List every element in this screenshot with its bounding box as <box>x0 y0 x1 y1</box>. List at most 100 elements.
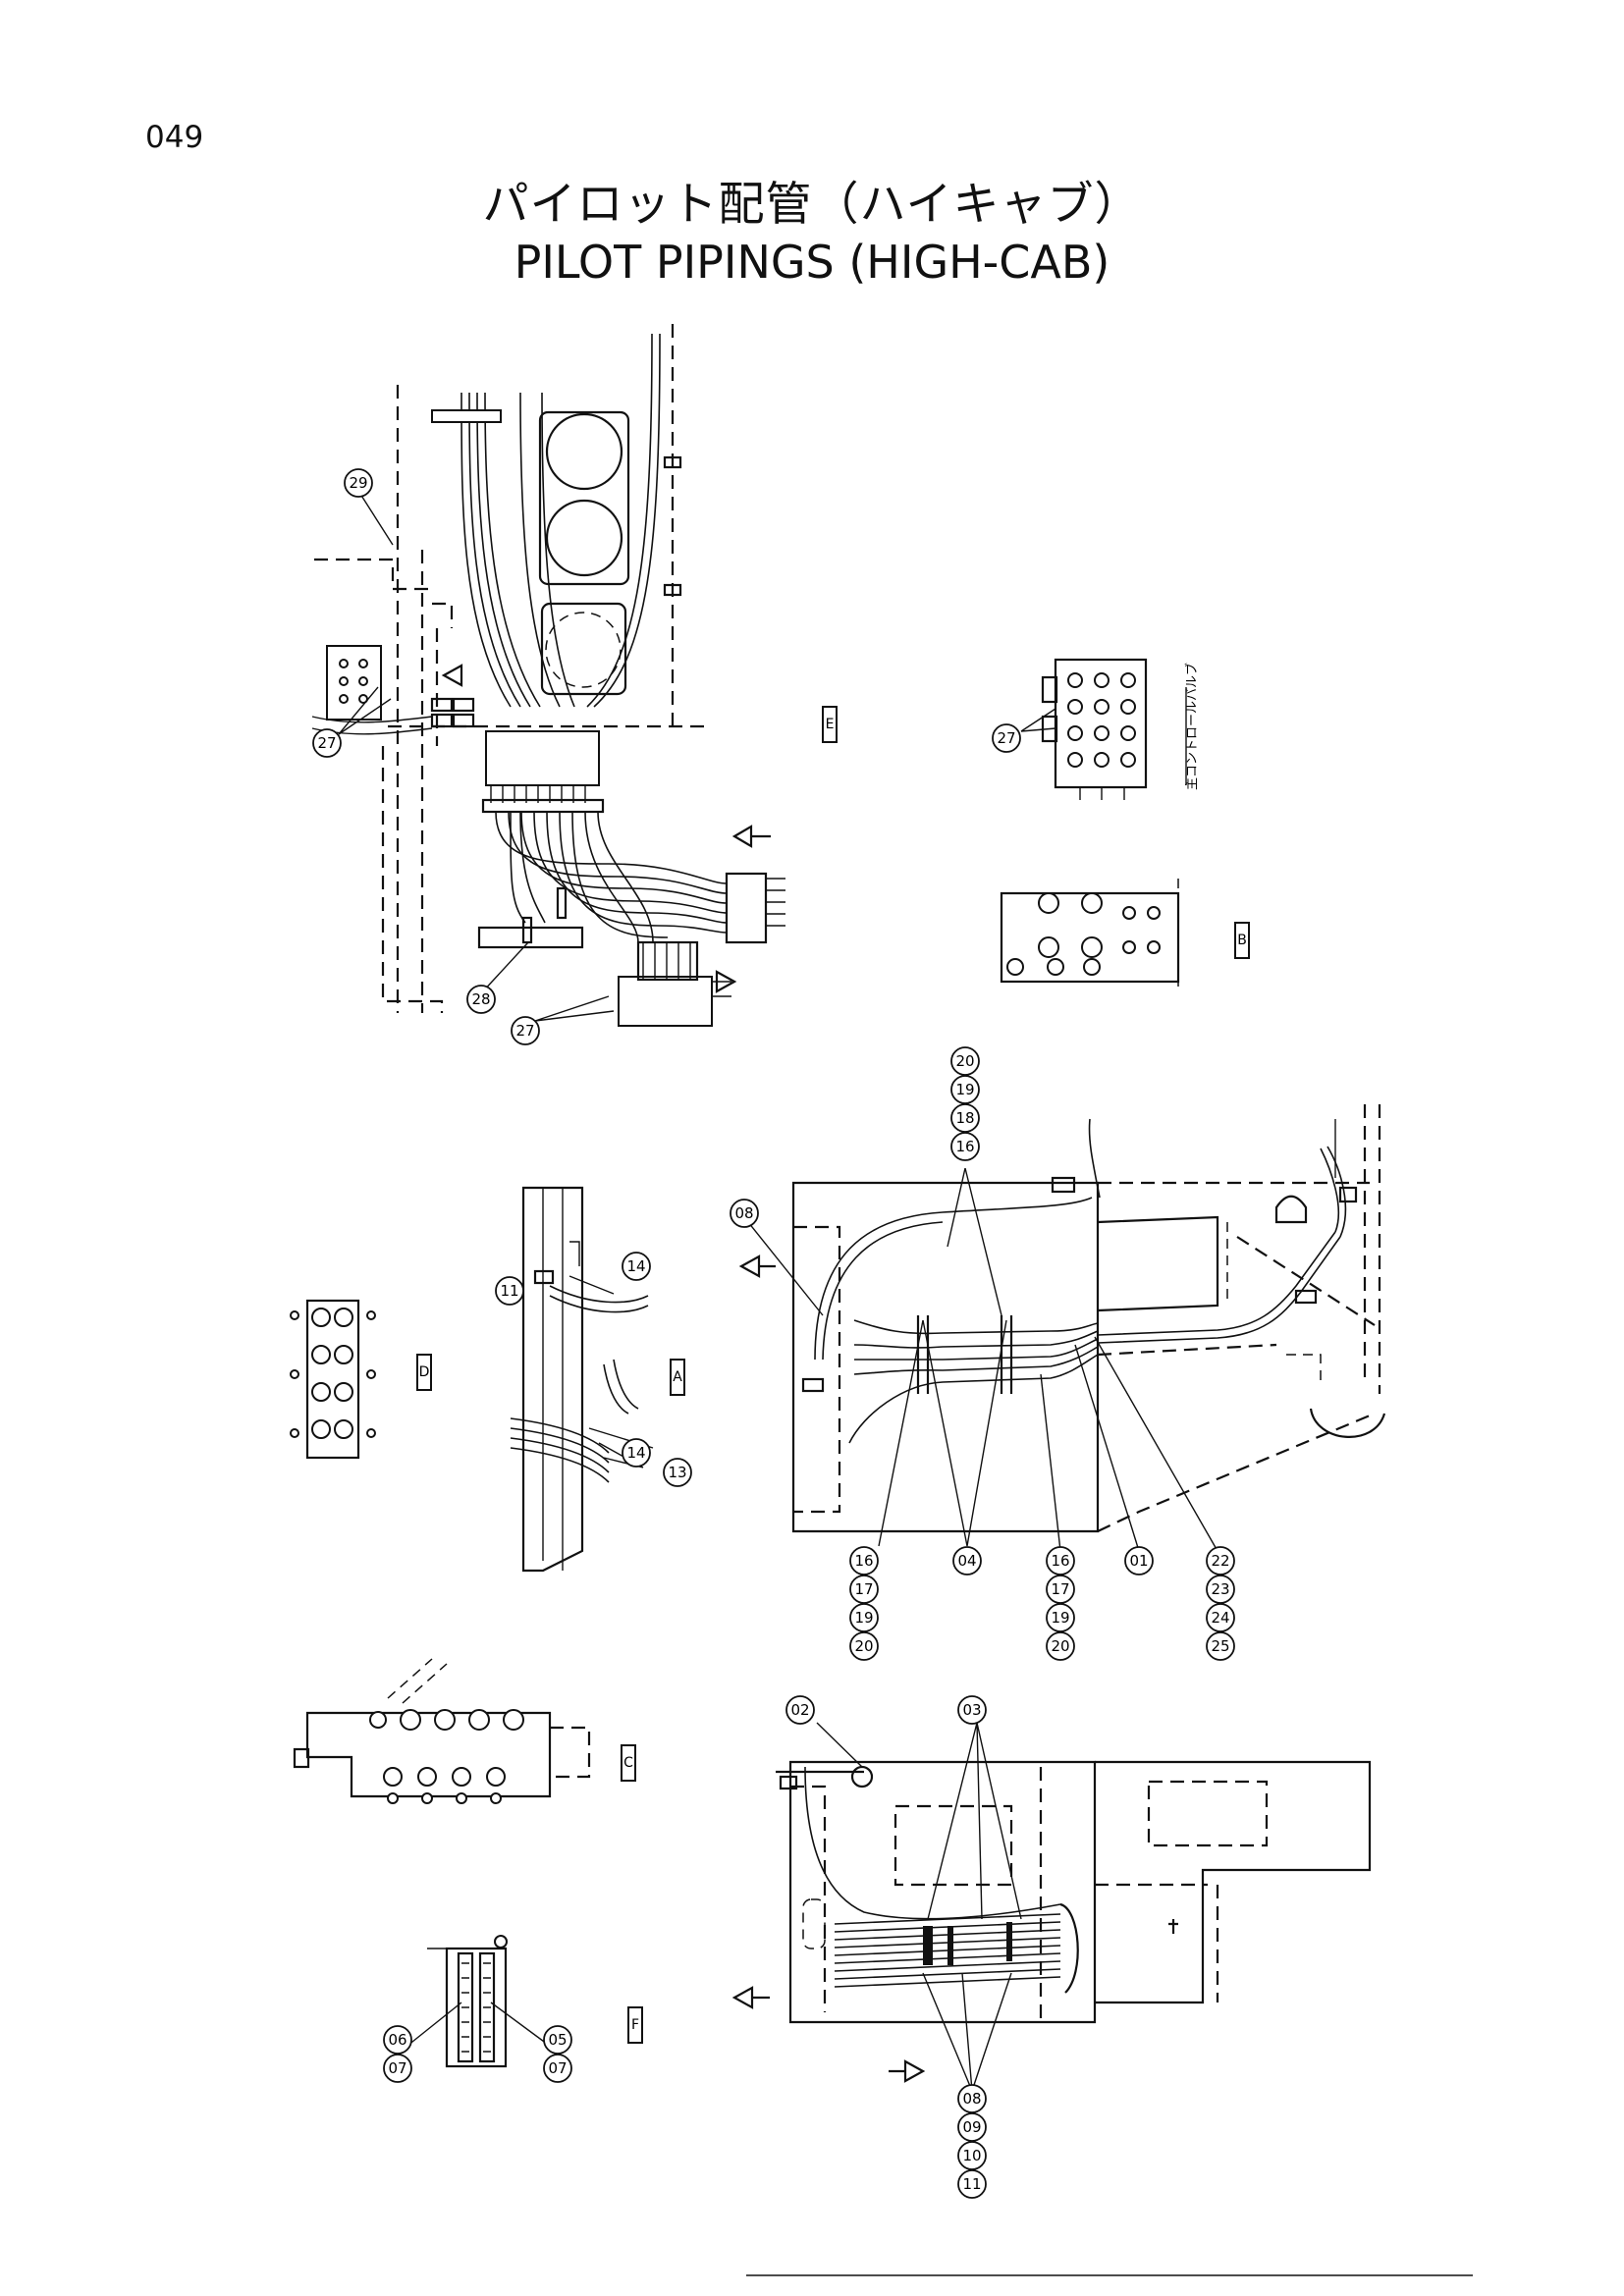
pilot-manifold-block <box>485 730 600 786</box>
callout-11: 11 <box>957 2169 987 2199</box>
page-title-japanese: パイロット配管（ハイキャブ） <box>482 178 1142 232</box>
svg-text:19: 19 <box>955 1081 974 1098</box>
svg-text:18: 18 <box>955 1109 974 1127</box>
svg-text:04: 04 <box>957 1552 976 1570</box>
view-label-c: C <box>621 1744 636 1782</box>
callout-29: 29 <box>344 468 373 498</box>
callout-19: 19 <box>950 1075 980 1104</box>
callout-16: 16 <box>849 1546 879 1575</box>
leader-lines <box>338 490 1218 2092</box>
callout-13: 13 <box>663 1458 692 1487</box>
detail-cab-floor-bottom <box>731 1760 1372 2083</box>
callout-22: 22 <box>1206 1546 1235 1575</box>
callout-06: 06 <box>383 2025 412 2055</box>
callout-10: 10 <box>957 2141 987 2170</box>
view-arrow-b <box>738 1255 776 1278</box>
svg-text:19: 19 <box>1051 1609 1069 1627</box>
svg-text:07: 07 <box>388 2059 406 2077</box>
detail-e-block <box>1000 879 1180 987</box>
callout-07: 07 <box>383 2054 412 2083</box>
svg-text:07: 07 <box>548 2059 567 2077</box>
view-label-f: F <box>627 2006 643 2044</box>
svg-text:16: 16 <box>854 1552 873 1570</box>
svg-text:17: 17 <box>1051 1580 1069 1598</box>
svg-text:E: E <box>826 717 835 732</box>
callout-05: 05 <box>543 2025 572 2055</box>
callout-03: 03 <box>957 1695 987 1725</box>
svg-text:03: 03 <box>962 1701 981 1719</box>
callout-20: 20 <box>1046 1631 1075 1661</box>
svg-text:01: 01 <box>1129 1552 1148 1570</box>
callout-27: 27 <box>312 728 342 758</box>
page-title-english: PILOT PIPINGS (HIGH-CAB) <box>514 236 1110 289</box>
svg-text:09: 09 <box>962 2118 981 2136</box>
svg-text:D: D <box>419 1364 430 1380</box>
svg-text:06: 06 <box>388 2031 406 2049</box>
svg-text:29: 29 <box>349 474 367 492</box>
svg-text:08: 08 <box>962 2090 981 2108</box>
callout-23: 23 <box>1206 1575 1235 1604</box>
lower-valve-block <box>618 976 713 1027</box>
svg-text:B: B <box>1237 933 1247 948</box>
callout-20: 20 <box>849 1631 879 1661</box>
left-valve-block <box>326 645 382 721</box>
callout-09: 09 <box>957 2112 987 2142</box>
callout-18: 18 <box>950 1103 980 1133</box>
callout-14: 14 <box>622 1252 651 1281</box>
svg-text:05: 05 <box>548 2031 567 2049</box>
page-number: 049 <box>145 120 204 155</box>
callout-08: 08 <box>957 2084 987 2113</box>
svg-text:11: 11 <box>500 1282 518 1300</box>
svg-text:20: 20 <box>955 1052 974 1070</box>
svg-text:28: 28 <box>471 990 490 1008</box>
view-arrow-c <box>731 1986 770 2009</box>
view-arrow-d <box>889 2059 926 2083</box>
callout-27: 27 <box>511 1016 540 1045</box>
svg-text:27: 27 <box>317 734 336 752</box>
svg-text:23: 23 <box>1211 1580 1229 1598</box>
callout-16: 16 <box>1046 1546 1075 1575</box>
top-detail-cab-floor <box>311 324 785 1027</box>
view-arrow-left <box>441 664 463 687</box>
svg-text:20: 20 <box>854 1637 873 1655</box>
svg-text:20: 20 <box>1051 1637 1069 1655</box>
svg-text:C: C <box>623 1755 633 1771</box>
callout-16: 16 <box>950 1132 980 1161</box>
detail-cab-floor-middle <box>738 1104 1386 1533</box>
callout-19: 19 <box>849 1603 879 1632</box>
main-control-valve-label: 主コントロールバルブ <box>1184 663 1200 790</box>
view-label-b: B <box>1234 922 1250 959</box>
view-label-d: D <box>416 1354 432 1391</box>
callout-04: 04 <box>952 1546 982 1575</box>
svg-text:16: 16 <box>1051 1552 1069 1570</box>
detail-a-side-frame <box>510 1186 649 1573</box>
svg-text:16: 16 <box>955 1138 974 1155</box>
svg-text:27: 27 <box>997 729 1015 747</box>
svg-text:17: 17 <box>854 1580 873 1598</box>
callout-25: 25 <box>1206 1631 1235 1661</box>
callout-08: 08 <box>730 1199 759 1228</box>
view-arrow-f <box>715 970 737 993</box>
svg-text:A: A <box>673 1369 682 1385</box>
svg-text:27: 27 <box>515 1022 534 1040</box>
view-label-a: A <box>670 1359 685 1396</box>
callout-24: 24 <box>1206 1603 1235 1632</box>
svg-text:02: 02 <box>790 1701 809 1719</box>
callout-01: 01 <box>1124 1546 1154 1575</box>
main-control-valve: 主コントロールバルブ <box>1041 658 1200 800</box>
svg-text:24: 24 <box>1211 1609 1229 1627</box>
svg-text:11: 11 <box>962 2175 981 2193</box>
svg-text:25: 25 <box>1211 1637 1229 1655</box>
svg-text:14: 14 <box>626 1444 645 1462</box>
callout-07: 07 <box>543 2054 572 2083</box>
callout-19: 19 <box>1046 1603 1075 1632</box>
callout-20: 20 <box>950 1046 980 1076</box>
svg-text:10: 10 <box>962 2147 981 2164</box>
callout-17: 17 <box>1046 1575 1075 1604</box>
detail-f-block <box>427 1935 508 2068</box>
callout-11: 11 <box>495 1276 524 1306</box>
svg-text:14: 14 <box>626 1257 645 1275</box>
svg-text:08: 08 <box>734 1204 753 1222</box>
callout-17: 17 <box>849 1575 879 1604</box>
